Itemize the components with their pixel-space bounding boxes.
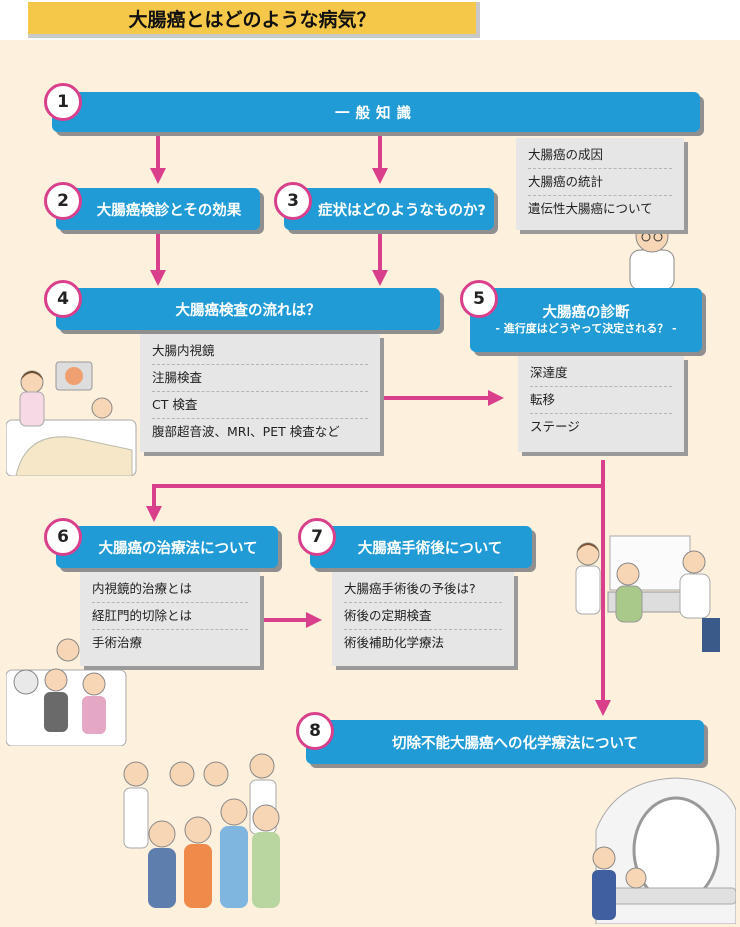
- list-item[interactable]: 注腸検査: [152, 365, 368, 392]
- page-title: 大腸癌とはどのような病気？: [28, 2, 480, 38]
- node-1-number: 1: [44, 83, 82, 121]
- list-item[interactable]: 腹部超音波、MRI、PET 検査など: [152, 424, 340, 439]
- list-item[interactable]: ステージ: [530, 419, 580, 434]
- node-4-label: 大腸癌検査の流れは？: [175, 302, 321, 319]
- node-6-label: 大腸癌の治療法について: [98, 540, 258, 557]
- node-5-sublabel: - 進行度はどうやって決定される？ -: [495, 322, 677, 336]
- node-7-number: 7: [298, 518, 336, 556]
- endoscopy-illustration: [6, 361, 137, 476]
- list-item[interactable]: 経肛門的切除とは: [92, 603, 248, 630]
- node-3-number: 3: [274, 182, 312, 220]
- node-6-list: 内視鏡的治療とは 経肛門的切除とは 手術治療: [80, 572, 260, 666]
- node-diagnosis[interactable]: 大腸癌の診断 - 進行度はどうやって決定される？ -: [470, 288, 702, 352]
- node-treatment[interactable]: 大腸癌の治療法について: [56, 526, 278, 568]
- list-item[interactable]: 大腸癌の成因: [528, 142, 672, 169]
- node-general-knowledge[interactable]: 一般知識: [52, 92, 700, 132]
- node-examinations[interactable]: 大腸癌検査の流れは？: [56, 288, 440, 330]
- node-2-label: 大腸癌検診とその効果: [96, 202, 242, 219]
- node-8-number: 8: [296, 712, 334, 750]
- list-item[interactable]: 術後補助化学療法: [344, 635, 445, 650]
- family-illustration: [6, 638, 127, 746]
- node-5-label: 大腸癌の診断: [542, 305, 630, 322]
- consultation-illustration: [575, 535, 720, 652]
- node-5-number: 5: [460, 280, 498, 318]
- node-1-label: 一般知識: [335, 105, 417, 122]
- list-item[interactable]: 手術治療: [92, 635, 143, 650]
- node-4-number: 4: [44, 280, 82, 318]
- list-item[interactable]: CT 検査: [152, 392, 368, 419]
- node-7-label: 大腸癌手術後について: [357, 540, 503, 557]
- node-4-list: 大腸内視鏡 注腸検査 CT 検査 腹部超音波、MRI、PET 検査など: [140, 334, 380, 452]
- list-item[interactable]: 遺伝性大腸癌について: [528, 201, 653, 216]
- arrow-5-to-6: [146, 460, 605, 522]
- node-7-list: 大腸癌手術後の予後は? 術後の定期検査 術後補助化学療法: [332, 572, 514, 666]
- node-post-surgery[interactable]: 大腸癌手術後について: [310, 526, 532, 568]
- node-3-label: 症状はどのようなものか?: [318, 202, 486, 219]
- node-symptoms[interactable]: 症状はどのようなものか?: [284, 188, 494, 230]
- list-item[interactable]: 術後の定期検査: [344, 603, 502, 630]
- list-item[interactable]: 大腸癌手術後の予後は?: [344, 576, 502, 603]
- node-6-number: 6: [44, 518, 82, 556]
- node-5-list: 深達度 転移 ステージ: [518, 356, 684, 452]
- scanner-illustration: [592, 777, 736, 924]
- list-item[interactable]: 内視鏡的治療とは: [92, 576, 248, 603]
- list-item[interactable]: 大腸内視鏡: [152, 338, 368, 365]
- node-1-list: 大腸癌の成因 大腸癌の統計 遺伝性大腸癌について: [516, 138, 684, 230]
- list-item[interactable]: 大腸癌の統計: [528, 169, 672, 196]
- node-chemotherapy[interactable]: 切除不能大腸癌への化学療法について: [306, 720, 704, 764]
- medical-team-illustration: [123, 753, 280, 908]
- list-item[interactable]: 転移: [530, 387, 672, 414]
- node-2-number: 2: [44, 182, 82, 220]
- list-item[interactable]: 深達度: [530, 360, 672, 387]
- node-screening[interactable]: 大腸癌検診とその効果: [56, 188, 260, 230]
- node-8-label: 切除不能大腸癌への化学療法について: [391, 735, 639, 752]
